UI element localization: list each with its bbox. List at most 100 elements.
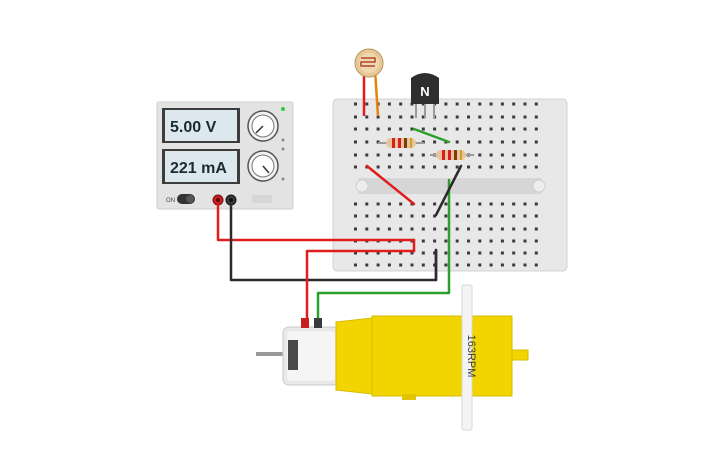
breadboard-hole[interactable] [467, 127, 470, 131]
breadboard-hole[interactable] [410, 251, 414, 255]
breadboard-hole[interactable] [387, 153, 391, 157]
breadboard-hole[interactable] [354, 127, 357, 131]
breadboard-hole[interactable] [387, 214, 391, 218]
breadboard-hole[interactable] [478, 251, 482, 255]
breadboard-hole[interactable] [478, 227, 482, 231]
breadboard-hole[interactable] [410, 165, 414, 169]
breadboard-hole[interactable] [500, 127, 504, 131]
breadboard-hole[interactable] [444, 102, 448, 106]
breadboard-hole[interactable] [387, 127, 391, 131]
power-switch[interactable]: ON [166, 194, 195, 204]
breadboard-hole[interactable] [376, 251, 380, 255]
breadboard-hole[interactable] [433, 214, 437, 218]
breadboard-hole[interactable] [467, 239, 470, 243]
breadboard-hole[interactable] [523, 227, 527, 231]
breadboard-hole[interactable] [512, 202, 516, 206]
breadboard-hole[interactable] [467, 214, 470, 218]
breadboard-hole[interactable] [354, 251, 357, 255]
power-supply[interactable]: 5.00 V 221 mA ON [156, 101, 294, 210]
breadboard-hole[interactable] [421, 165, 425, 169]
breadboard-hole[interactable] [387, 263, 391, 267]
breadboard-hole[interactable] [523, 102, 527, 106]
breadboard-hole[interactable] [387, 202, 391, 206]
breadboard-hole[interactable] [455, 127, 459, 131]
breadboard-hole[interactable] [354, 202, 357, 206]
breadboard-hole[interactable] [433, 127, 437, 131]
breadboard-hole[interactable] [376, 115, 380, 119]
breadboard-hole[interactable] [455, 263, 459, 267]
breadboard-hole[interactable] [421, 127, 425, 131]
breadboard-hole[interactable] [478, 202, 482, 206]
breadboard-hole[interactable] [523, 214, 527, 218]
breadboard-hole[interactable] [534, 239, 538, 243]
breadboard-hole[interactable] [534, 227, 538, 231]
breadboard-hole[interactable] [433, 140, 437, 144]
breadboard-hole[interactable] [410, 214, 414, 218]
breadboard-hole[interactable] [387, 251, 391, 255]
breadboard-hole[interactable] [444, 227, 448, 231]
breadboard-hole[interactable] [500, 102, 504, 106]
breadboard-hole[interactable] [387, 165, 391, 169]
breadboard-hole[interactable] [467, 251, 470, 255]
breadboard-hole[interactable] [354, 153, 357, 157]
breadboard-hole[interactable] [376, 227, 380, 231]
motor-terminal-red[interactable] [301, 318, 309, 328]
breadboard-hole[interactable] [421, 227, 425, 231]
breadboard-hole[interactable] [365, 214, 369, 218]
motor-terminal-black[interactable] [314, 318, 322, 328]
breadboard-hole[interactable] [365, 251, 369, 255]
breadboard-hole[interactable] [354, 263, 357, 267]
breadboard-hole[interactable] [365, 140, 369, 144]
breadboard-hole[interactable] [444, 127, 448, 131]
breadboard-hole[interactable] [500, 263, 504, 267]
breadboard-hole[interactable] [399, 214, 403, 218]
breadboard-hole[interactable] [467, 227, 470, 231]
voltage-knob[interactable] [247, 110, 279, 142]
breadboard-hole[interactable] [489, 227, 493, 231]
breadboard-hole[interactable] [399, 251, 403, 255]
breadboard-hole[interactable] [376, 153, 380, 157]
breadboard-hole[interactable] [399, 115, 403, 119]
dc-gear-motor[interactable]: 163RPM [256, 284, 529, 431]
breadboard-jumpers[interactable] [365, 127, 463, 282]
breadboard-hole[interactable] [534, 140, 538, 144]
breadboard-hole[interactable] [433, 165, 437, 169]
breadboard-hole[interactable] [433, 227, 437, 231]
breadboard-hole[interactable] [512, 140, 516, 144]
breadboard-hole[interactable] [478, 115, 482, 119]
breadboard-hole[interactable] [399, 153, 403, 157]
breadboard-hole[interactable] [489, 153, 493, 157]
breadboard-hole[interactable] [387, 102, 391, 106]
npn-transistor[interactable]: N [411, 73, 439, 118]
breadboard-hole[interactable] [387, 227, 391, 231]
breadboard-hole[interactable] [455, 239, 459, 243]
breadboard-hole[interactable] [478, 102, 482, 106]
resistor-2[interactable] [430, 150, 474, 160]
breadboard-hole[interactable] [489, 214, 493, 218]
breadboard-hole[interactable] [410, 227, 414, 231]
breadboard-hole[interactable] [512, 153, 516, 157]
breadboard-hole[interactable] [523, 263, 527, 267]
breadboard-hole[interactable] [399, 227, 403, 231]
breadboard-hole[interactable] [365, 102, 369, 106]
breadboard-hole[interactable] [421, 251, 425, 255]
breadboard-hole[interactable] [410, 202, 414, 206]
breadboard-hole[interactable] [354, 102, 357, 106]
breadboard-hole[interactable] [365, 127, 369, 131]
breadboard-hole[interactable] [523, 202, 527, 206]
breadboard-hole[interactable] [354, 115, 357, 119]
breadboard-hole[interactable] [399, 263, 403, 267]
breadboard-hole[interactable] [489, 239, 493, 243]
breadboard-hole[interactable] [489, 127, 493, 131]
breadboard-hole[interactable] [387, 115, 391, 119]
breadboard-hole[interactable] [399, 165, 403, 169]
breadboard-hole[interactable] [421, 239, 425, 243]
breadboard-hole[interactable] [534, 115, 538, 119]
breadboard-hole[interactable] [421, 214, 425, 218]
breadboard-hole[interactable] [500, 153, 504, 157]
breadboard-hole[interactable] [376, 165, 380, 169]
breadboard-hole[interactable] [500, 251, 504, 255]
breadboard-hole[interactable] [478, 140, 482, 144]
breadboard-hole[interactable] [444, 214, 448, 218]
current-knob[interactable] [247, 150, 279, 182]
